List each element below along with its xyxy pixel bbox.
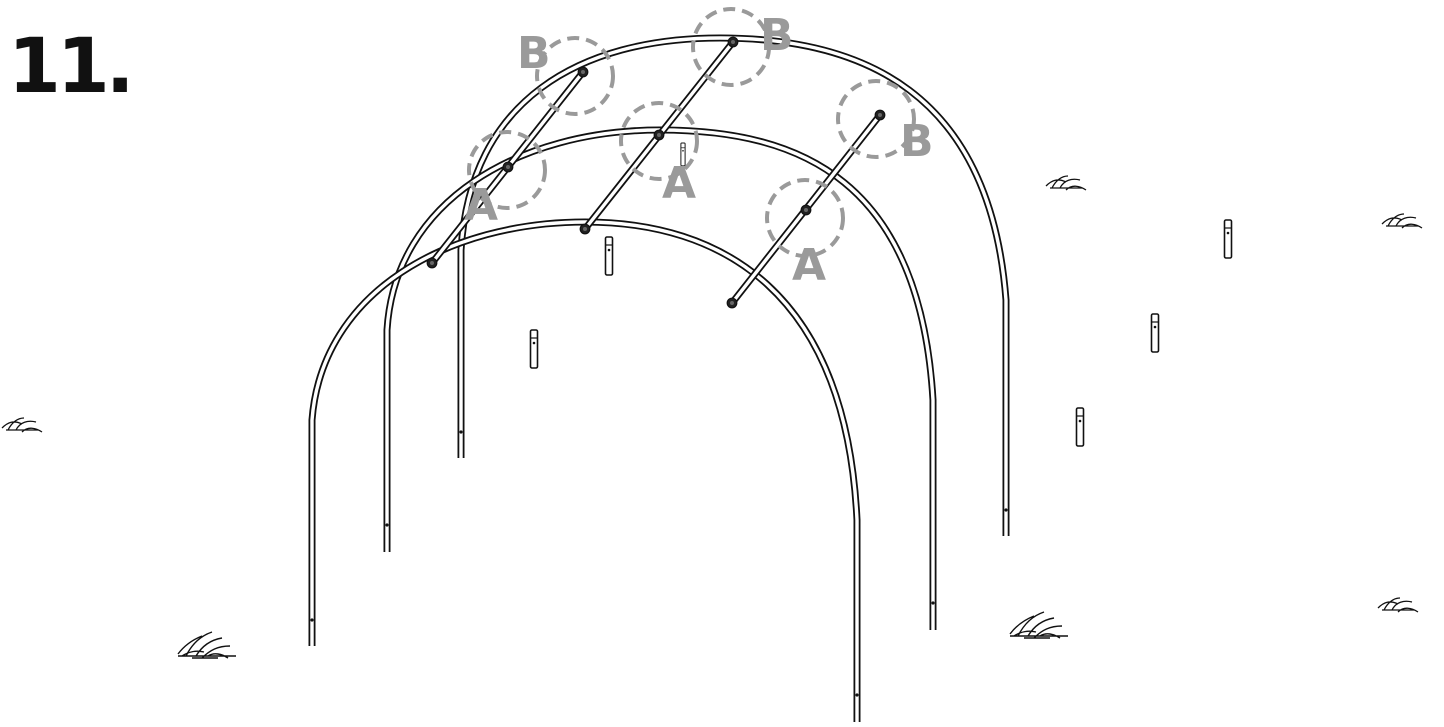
callout-label-a2: A [662,158,696,209]
callout-label-a3: A [792,240,826,291]
step-number: 11. [8,21,135,110]
hoop-back [457,34,1010,536]
callout-circles [467,7,916,258]
callout-label-b1: B [517,28,551,79]
callout-circle-a1 [467,130,547,210]
callout-label-a1: A [464,180,498,231]
callout-circle-b1 [535,36,615,116]
hoop-front [308,218,861,722]
callout-label-b3: B [900,116,934,167]
callout-circle-b3 [836,79,916,159]
leg-pins [310,430,1008,697]
callout-circle-b2 [691,7,771,87]
callout-circle-a3 [765,178,845,258]
ground-stakes [529,142,1233,447]
callout-label-b2: B [760,10,794,61]
callout-circle-a2 [619,101,699,181]
